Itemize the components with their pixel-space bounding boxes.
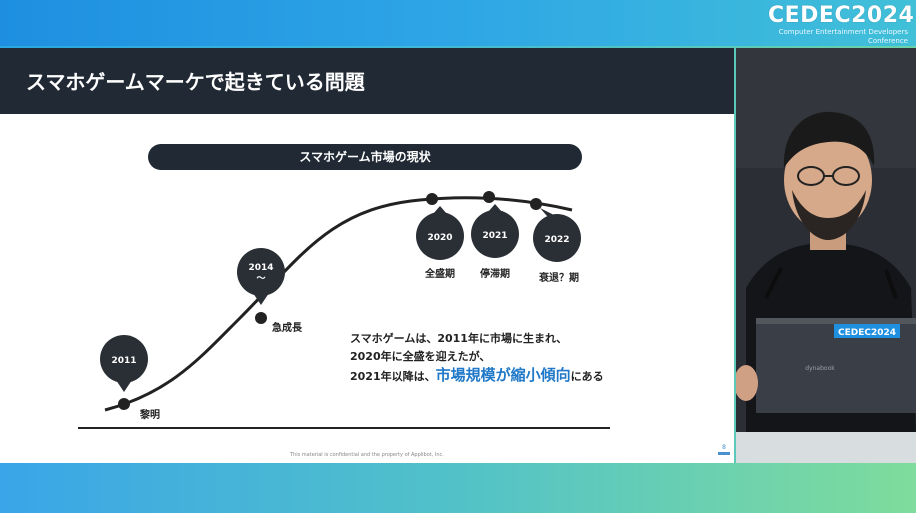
market-curve-diagram: 2011 2014 〜 2020 2021 2022 黎明 急成長 全盛期 停滞… <box>78 191 610 429</box>
year-label-2021: 2021 <box>482 231 507 241</box>
summary-text: スマホゲームは、2011年に市場に生まれ、 2020年に全盛を迎えたが、 202… <box>350 330 680 386</box>
summary-line-3-suffix: にある <box>570 370 604 383</box>
event-logo-tagline: Computer Entertainment Developers Confer… <box>778 28 908 45</box>
year-label-2022: 2022 <box>544 235 569 245</box>
callout-2020: 2020 <box>416 206 464 260</box>
phase-label-dawn: 黎明 <box>140 408 160 421</box>
slide-header <box>0 48 734 114</box>
year-label-2020: 2020 <box>427 233 452 243</box>
speaker-figure: CEDEC2024 dynabook <box>736 48 916 432</box>
phase-label-decline: 衰退？期 <box>538 271 579 284</box>
bottom-brand-band <box>0 463 916 513</box>
presentation-slide: スマホゲームマーケで起きている問題 スマホゲーム市場の現状 2011 2014 … <box>0 48 734 463</box>
laptop-brand: dynabook <box>805 365 835 372</box>
speaker-camera-feed: CEDEC2024 dynabook <box>736 48 916 432</box>
summary-highlight: 市場規模が縮小傾向 <box>435 366 571 384</box>
camera-desk-strip <box>736 432 916 463</box>
year-label-2014-tilde: 〜 <box>256 274 265 284</box>
milestone-point-2020 <box>426 193 438 205</box>
callout-2022: 2022 <box>533 208 581 262</box>
milestone-point-2022 <box>530 198 542 210</box>
summary-line-1: スマホゲームは、2011年に市場に生まれ、 <box>350 332 568 345</box>
callout-2021: 2021 <box>471 204 519 258</box>
page-number-text: 8 <box>722 444 726 451</box>
phase-label-peak: 全盛期 <box>424 267 455 280</box>
confidential-note: This material is confidential and the pr… <box>290 452 444 458</box>
phase-label-rapid-growth: 急成長 <box>272 321 303 334</box>
milestone-point-2021 <box>483 191 495 203</box>
callout-2014: 2014 〜 <box>237 248 285 305</box>
summary-line-3: 2021年以降は、市場規模が縮小傾向にある <box>350 366 680 386</box>
page-number: 8 <box>718 444 730 458</box>
event-logo-name: CEDEC2024 <box>768 3 915 28</box>
slide-title: スマホゲームマーケで起きている問題 <box>26 70 365 94</box>
summary-line-3-prefix: 2021年以降は、 <box>350 370 436 383</box>
milestone-point-2011 <box>118 398 130 410</box>
top-brand-band <box>0 0 916 46</box>
summary-line-2: 2020年に全盛を迎えたが、 <box>350 350 491 363</box>
market-status-label: スマホゲーム市場の現状 <box>148 144 582 170</box>
phase-label-stagnation: 停滞期 <box>480 267 510 280</box>
callout-2011: 2011 <box>100 335 148 392</box>
year-label-2011: 2011 <box>111 356 136 366</box>
milestone-point-2014 <box>255 312 267 324</box>
year-label-2014: 2014 <box>248 263 273 273</box>
laptop-sticker: CEDEC2024 <box>838 328 896 338</box>
page-number-bar <box>718 452 730 455</box>
event-logo: CEDEC2024 Computer Entertainment Develop… <box>768 3 915 46</box>
